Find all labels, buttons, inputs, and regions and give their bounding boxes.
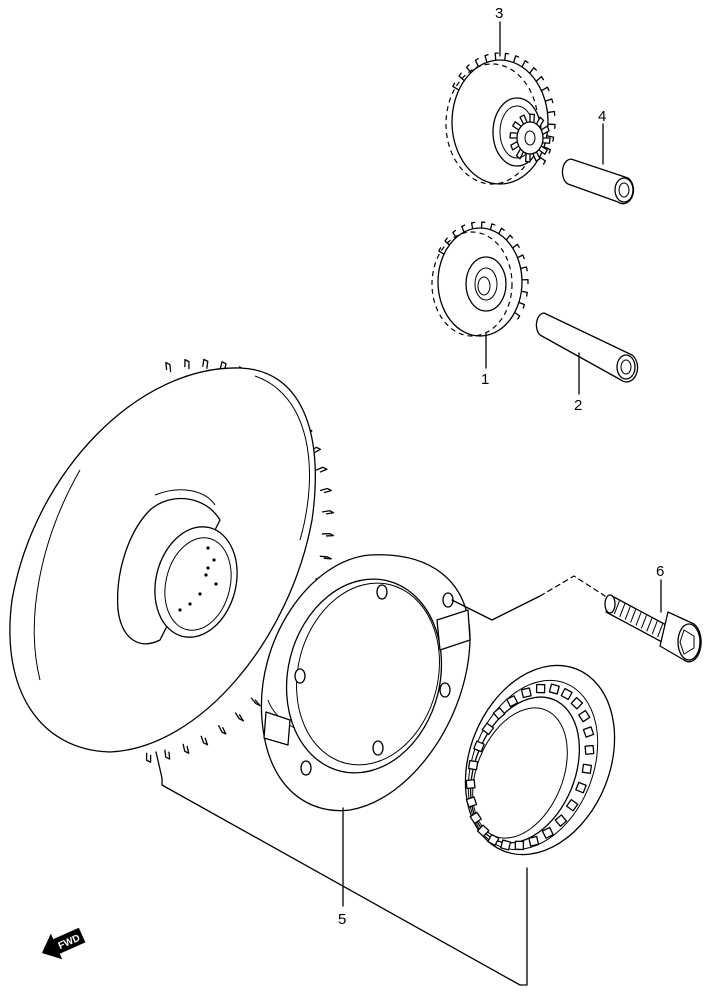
callout-6: 6	[656, 563, 664, 580]
fwd-arrow-icon: FWD	[41, 927, 86, 960]
one-way-clutch-bearing	[464, 664, 616, 856]
clutch-housing	[260, 554, 471, 812]
leader-lines	[155, 21, 662, 986]
callout-4: 4	[598, 108, 606, 125]
callout-2: 2	[574, 397, 582, 414]
callout-1: 1	[481, 371, 489, 388]
starter-driven-gear	[9, 358, 335, 763]
shaft-upper	[561, 158, 635, 205]
idler-gear-lower	[431, 221, 529, 337]
shaft-lower	[535, 312, 639, 383]
callout-3: 3	[495, 5, 503, 22]
callout-5: 5	[338, 911, 346, 928]
clutch-bolt	[604, 594, 702, 663]
idler-gear-upper	[445, 52, 556, 185]
